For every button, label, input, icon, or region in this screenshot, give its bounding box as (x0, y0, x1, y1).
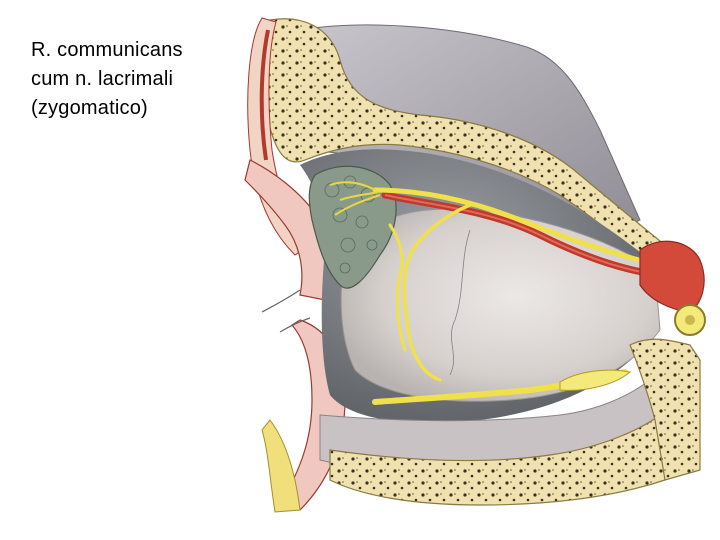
lower-rim-tissue (261, 419, 301, 513)
optic-nerve-sheath (639, 240, 705, 313)
communicating-branch (402, 203, 472, 382)
slide-caption: R. communicans cum n. lacrimali (zygomat… (31, 39, 183, 119)
lacrimal-nerve-fibers (329, 181, 381, 216)
lower-nerve-bulge (559, 369, 632, 391)
zygomatic-nerve-branch (388, 223, 407, 352)
eyeball-vessel (449, 229, 471, 376)
rim-artery-strip (259, 29, 270, 161)
tendon-strands (261, 289, 311, 333)
zygomatic-bone (629, 338, 701, 481)
lacrimal-nerve (372, 187, 663, 268)
optic-nerve-center (685, 315, 695, 325)
lacrimal-artery-highlight (384, 194, 661, 276)
